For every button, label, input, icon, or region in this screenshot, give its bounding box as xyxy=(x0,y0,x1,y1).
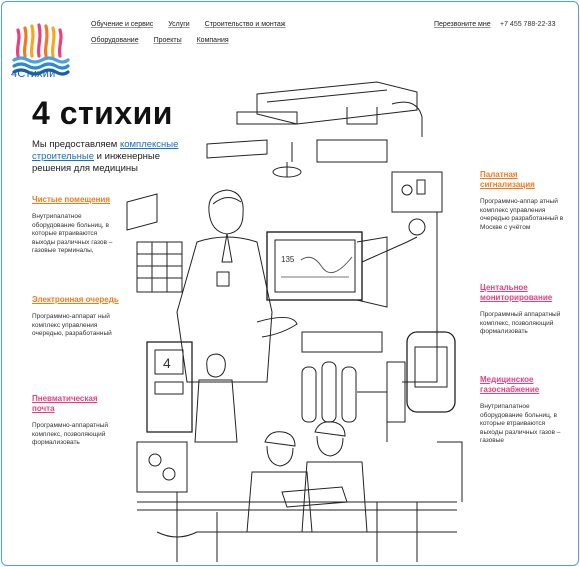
nav-projects[interactable]: Проекты xyxy=(153,37,182,44)
logo-icon[interactable] xyxy=(10,16,72,86)
block-medical-gas-text: Внутрипалатное оборудование больниц, в к… xyxy=(480,403,561,445)
nav-training-service[interactable]: Обучение и сервис xyxy=(91,21,154,28)
block-electronic-queue: Электронная очередь Программно-аппарат н… xyxy=(32,295,122,339)
block-clean-rooms-text: Внутрипалатное оборудование больниц, в к… xyxy=(32,213,113,255)
callback-container: Перезвоните мне xyxy=(434,21,491,28)
block-ward-signaling-title[interactable]: Палатная сигнализация xyxy=(480,170,535,189)
block-clean-rooms: Чистые помещения Внутрипалатное оборудов… xyxy=(32,195,122,256)
lead-link-complex[interactable]: комплексные строительные xyxy=(32,139,179,162)
block-medical-gas-title[interactable]: Медицинское газоснабжение xyxy=(480,375,540,394)
main-nav-row-1: Обучение и сервис Услуги Строительство и… xyxy=(91,21,285,28)
block-electronic-queue-text: Программно-аппарат ный комплекс управлен… xyxy=(32,313,112,338)
nav-equipment[interactable]: Оборудование xyxy=(91,37,139,44)
block-central-monitoring-text: Программный аппаратный комплекс, позволя… xyxy=(480,311,561,336)
block-pneumatic-mail-title[interactable]: Пневматическая почта xyxy=(32,394,98,413)
block-ward-signaling: Палатная сигнализация Программно-аппар а… xyxy=(480,170,564,232)
block-ward-signaling-text: Программно-аппар атный комплекс управлен… xyxy=(480,198,564,231)
lead-text-end: и инженерные решения для медицины xyxy=(32,151,160,174)
nav-company[interactable]: Компания xyxy=(196,37,229,44)
monitor-readout: 135 xyxy=(281,255,295,264)
page-title: 4 стихии xyxy=(32,95,173,131)
lead-paragraph: Мы предоставляем комплексные строительны… xyxy=(32,139,192,175)
logo-text: 4Cтихии xyxy=(11,68,56,80)
nav-construction[interactable]: Строительство и монтаж xyxy=(204,21,286,28)
phone-number: +7 455 788-22-33 xyxy=(500,21,556,28)
hospital-illustration: 135 4 xyxy=(126,81,463,562)
block-central-monitoring-title[interactable]: Центальное мониторирование xyxy=(480,283,553,302)
lead-text-start: Мы предоставляем xyxy=(32,139,120,150)
block-clean-rooms-title[interactable]: Чистые помещения xyxy=(32,195,111,204)
main-nav-row-2: Оборудование Проекты Компания xyxy=(91,37,229,44)
svg-text:4: 4 xyxy=(163,355,171,371)
nav-services[interactable]: Услуги xyxy=(168,21,190,28)
block-electronic-queue-title[interactable]: Электронная очередь xyxy=(32,295,119,304)
callback-link[interactable]: Перезвоните мне xyxy=(434,21,491,28)
block-central-monitoring: Центальное мониторирование Программный а… xyxy=(480,283,564,337)
block-pneumatic-mail-text: Программно-аппаратный комплекс, позволяю… xyxy=(32,422,109,447)
block-pneumatic-mail: Пневматическая почта Программно-аппаратн… xyxy=(32,394,122,448)
block-medical-gas: Медицинское газоснабжение Внутрипалатное… xyxy=(480,375,564,446)
